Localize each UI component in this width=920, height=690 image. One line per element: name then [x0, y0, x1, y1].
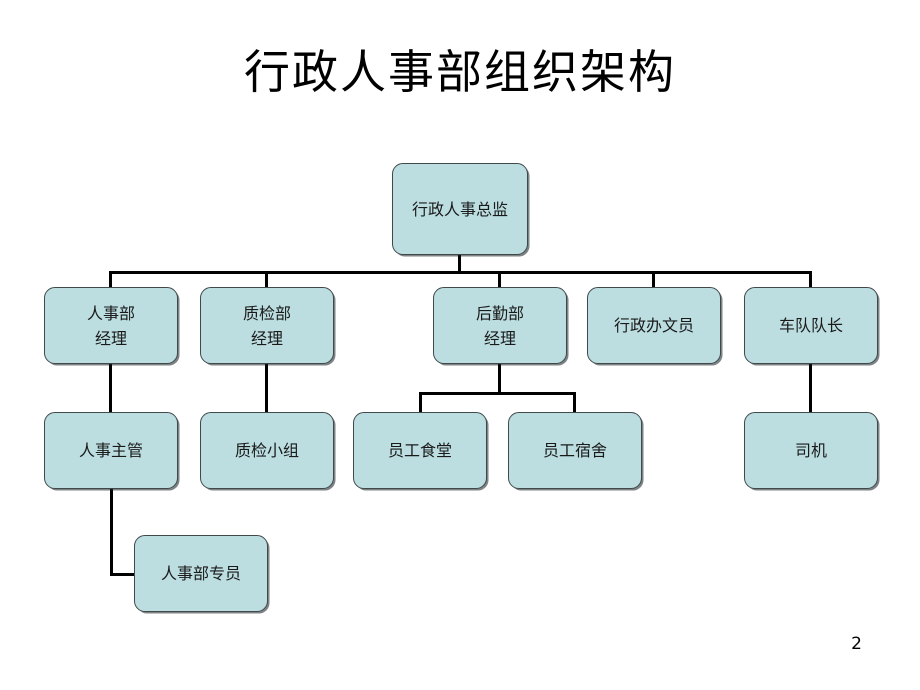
connector-drop-yuangongsushe — [573, 392, 576, 414]
node-cheduiduizhang[interactable]: 车队队长 — [744, 287, 878, 364]
node-renshibuzhuanyuan[interactable]: 人事部专员 — [134, 535, 268, 612]
connector-houqinbu-stem — [498, 363, 501, 394]
connector-drop-renshibu — [109, 271, 112, 289]
node-xingzhengbanwenyuan[interactable]: 行政办文员 — [587, 287, 721, 364]
node-zhijianbujingli[interactable]: 质检部 经理 — [200, 287, 334, 364]
connector-zhijianbu-to-zhijianxiaozu — [265, 363, 268, 414]
connector-drop-chedui — [809, 271, 812, 289]
node-zhijianxiaozu[interactable]: 质检小组 — [200, 412, 334, 489]
connector-drop-zhijianbu — [265, 271, 268, 289]
node-yuangongshitang[interactable]: 员工食堂 — [353, 412, 487, 489]
node-houqinbujingli[interactable]: 后勤部 经理 — [433, 287, 567, 364]
node-renshibujingli[interactable]: 人事部 经理 — [44, 287, 178, 364]
node-xingzhengrenshizongjian[interactable]: 行政人事总监 — [392, 163, 528, 255]
page-number: 2 — [851, 634, 862, 654]
connector-drop-yuangongshitang — [419, 392, 422, 414]
page-title: 行政人事部组织架构 — [244, 45, 676, 99]
connector-chedui-to-siji — [809, 363, 812, 414]
connector-renshibu-to-renshizhuguan — [109, 363, 112, 414]
node-yuangongsushe[interactable]: 员工宿舍 — [508, 412, 642, 489]
connector-drop-xingzhengban — [652, 271, 655, 289]
connector-drop-houqinbu — [498, 271, 501, 289]
connector-root-stem — [458, 254, 461, 273]
node-renshizhuguan[interactable]: 人事主管 — [44, 412, 178, 489]
connector-renshizhuguan-elbow-horizontal — [110, 573, 136, 576]
node-siji[interactable]: 司机 — [744, 412, 878, 489]
connector-houqinbu-bus — [419, 392, 576, 395]
connector-renshizhuguan-elbow-vertical — [110, 489, 113, 576]
connector-level1-bus — [109, 271, 812, 274]
